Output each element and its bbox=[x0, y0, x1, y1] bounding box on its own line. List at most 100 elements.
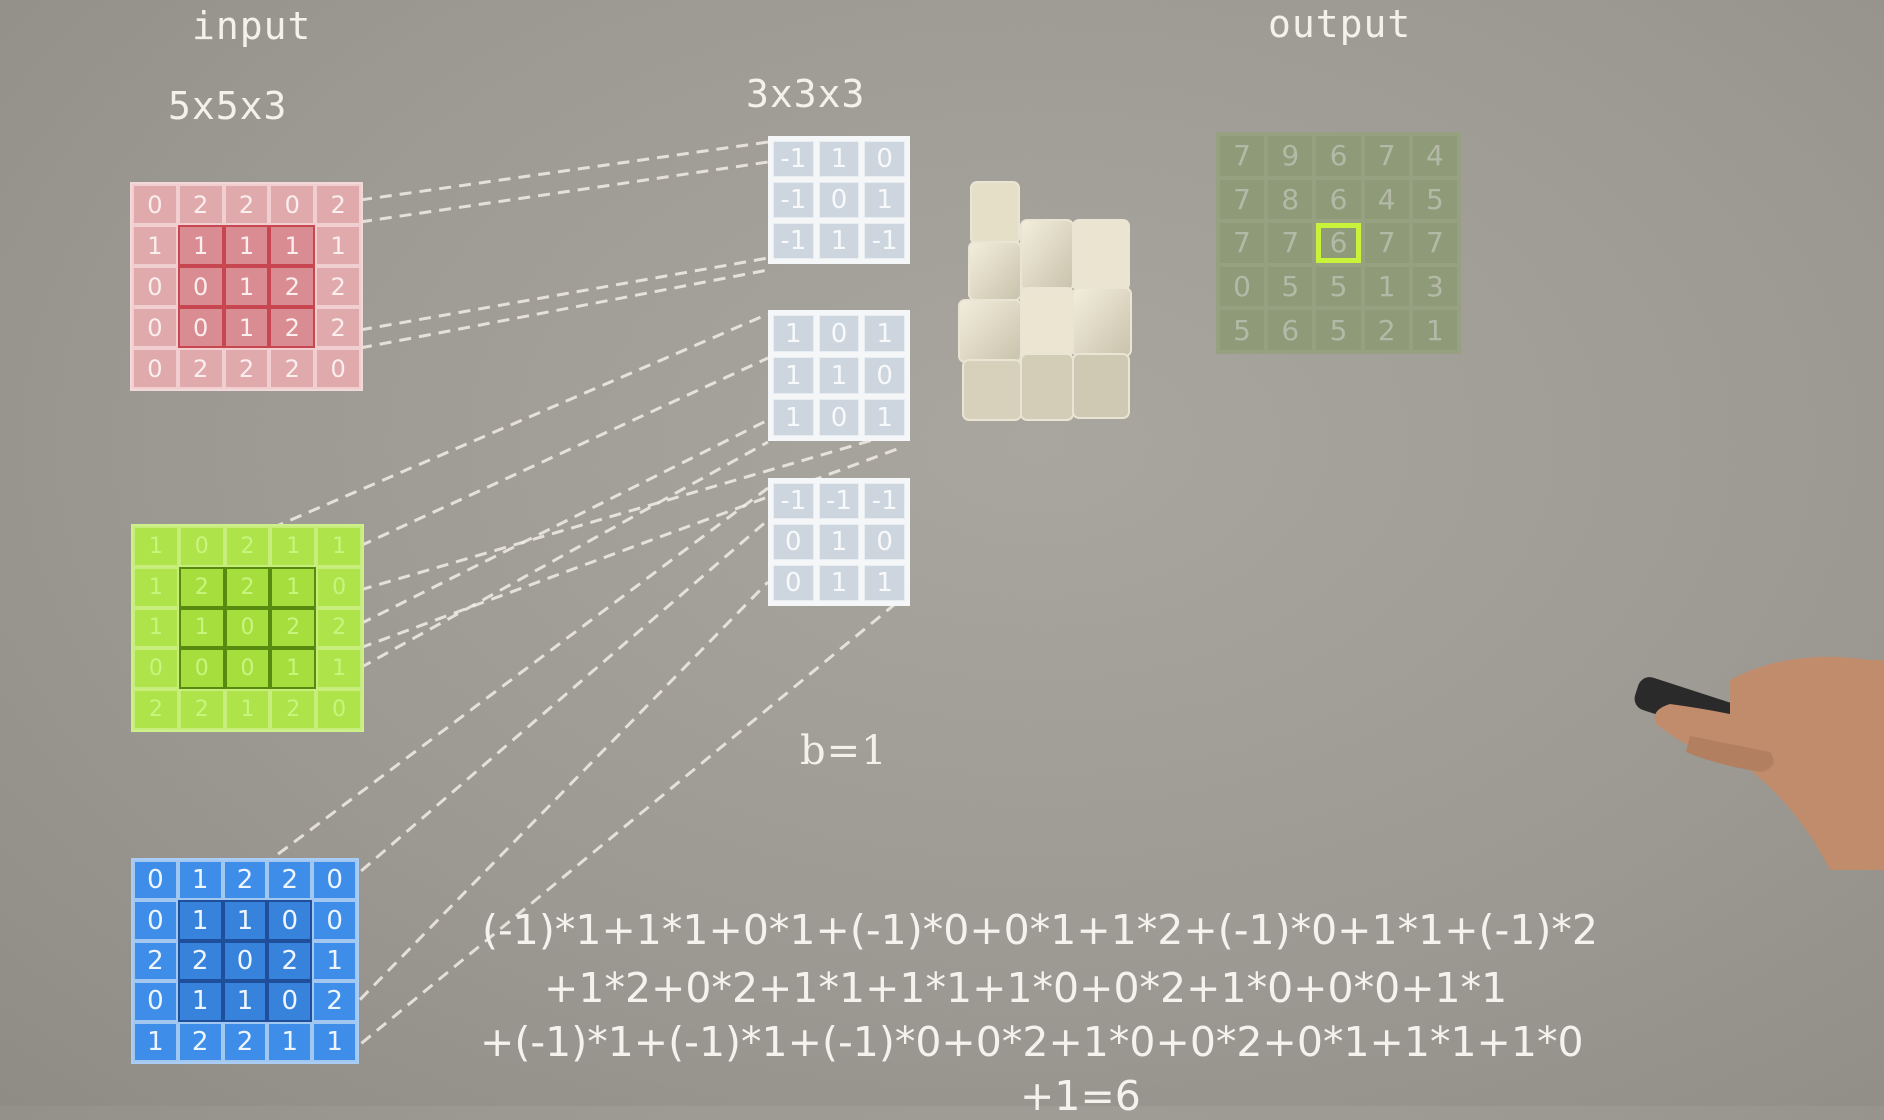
output-cell: 2 bbox=[1364, 310, 1409, 350]
presenter-hand-with-remote bbox=[1634, 656, 1884, 870]
input-cell: 0 bbox=[177, 266, 224, 307]
input-cell: 1 bbox=[316, 526, 362, 567]
input-cell: 2 bbox=[269, 307, 316, 348]
kernel-cell: 1 bbox=[773, 357, 814, 394]
input-cell: 1 bbox=[222, 900, 268, 941]
input-cell: 1 bbox=[224, 689, 271, 730]
input-cell: 0 bbox=[133, 900, 178, 941]
input-cell: 2 bbox=[222, 1021, 268, 1062]
input-cell: 2 bbox=[177, 184, 224, 225]
kernel-cell: 0 bbox=[864, 357, 905, 394]
input-cell: 0 bbox=[133, 648, 179, 690]
kernel-cell: -1 bbox=[864, 483, 905, 519]
input-cell: 2 bbox=[312, 981, 357, 1022]
input-cell: 0 bbox=[316, 689, 362, 730]
input-cell: 1 bbox=[177, 981, 223, 1022]
connector-dashed-line bbox=[359, 430, 901, 592]
output-cell: 1 bbox=[1412, 310, 1457, 350]
input-cell: 2 bbox=[177, 348, 224, 389]
input-cell: 1 bbox=[267, 1021, 313, 1062]
input-cell: 1 bbox=[223, 225, 270, 266]
kernel-cell: 0 bbox=[773, 565, 814, 601]
input-cell: 1 bbox=[269, 225, 316, 266]
input-cell: 2 bbox=[315, 266, 361, 307]
output-cell: 7 bbox=[1364, 223, 1409, 263]
output-cell: 6 bbox=[1268, 310, 1313, 350]
connector-dashed-line bbox=[271, 312, 769, 530]
kernel-cell: -1 bbox=[773, 223, 814, 259]
output-cell: 3 bbox=[1412, 266, 1457, 307]
input-cell: 1 bbox=[133, 1021, 178, 1062]
connector-dashed-line bbox=[359, 356, 769, 548]
kernel-cell: -1 bbox=[773, 141, 814, 177]
input-cell: 0 bbox=[222, 940, 268, 982]
output-cell: 4 bbox=[1412, 136, 1457, 176]
input-cell: 1 bbox=[312, 1021, 357, 1062]
output-cell: 1 bbox=[1364, 266, 1409, 307]
output-title: output bbox=[1268, 2, 1412, 46]
output-cell: 7 bbox=[1364, 136, 1409, 176]
input-cell: 2 bbox=[316, 607, 362, 649]
output-cell: 7 bbox=[1268, 223, 1313, 263]
output-cell: 5 bbox=[1316, 310, 1361, 350]
cube-3d-image bbox=[958, 181, 1132, 421]
input-cell: 2 bbox=[269, 348, 316, 389]
input-cell: 0 bbox=[178, 526, 225, 567]
kernel-cell: 0 bbox=[773, 524, 814, 560]
input-cell: 2 bbox=[178, 566, 225, 608]
input-cell: 0 bbox=[132, 307, 178, 348]
input-cell: 0 bbox=[178, 648, 225, 690]
input-cell: 0 bbox=[316, 566, 362, 608]
input-cell: 1 bbox=[312, 940, 357, 982]
connector-dashed-line bbox=[344, 580, 770, 1016]
input-cell: 2 bbox=[270, 607, 317, 649]
kernel-cell: 1 bbox=[818, 141, 860, 177]
input-cell: 2 bbox=[178, 689, 225, 730]
input-cell: 2 bbox=[223, 184, 270, 225]
kernel-cell: 1 bbox=[818, 524, 860, 560]
connector-dashed-line bbox=[245, 486, 769, 880]
input-cell: 0 bbox=[177, 307, 224, 348]
formula-line-2: +1*2+0*2+1*1+1*1+1*0+0*2+1*0+0*0+1*1 bbox=[544, 964, 1508, 1012]
formula-line-3: +(-1)*1+(-1)*1+(-1)*0+0*2+1*0+0*2+0*1+1*… bbox=[480, 1018, 1584, 1066]
output-cell: 6 bbox=[1316, 179, 1361, 220]
connector-dashed-line bbox=[359, 440, 769, 670]
input-cell: 1 bbox=[133, 607, 179, 649]
kernel-cell: 0 bbox=[818, 182, 860, 218]
input-cell: 0 bbox=[132, 266, 178, 307]
connector-dashed-line bbox=[359, 446, 901, 650]
output-cell: 5 bbox=[1268, 266, 1313, 307]
kernel-cell: 1 bbox=[864, 565, 905, 601]
kernel-cell: -1 bbox=[773, 182, 814, 218]
formula-line-4: +1=6 bbox=[1020, 1072, 1141, 1120]
input-title: input bbox=[192, 4, 312, 48]
input-cell: 0 bbox=[224, 648, 271, 690]
input-cell: 1 bbox=[316, 648, 362, 690]
input-cell: 0 bbox=[312, 900, 357, 941]
input-cell: 1 bbox=[133, 526, 179, 567]
input-cell: 1 bbox=[223, 307, 270, 348]
input-cell: 0 bbox=[315, 348, 361, 389]
kernel-cell: 1 bbox=[864, 315, 905, 352]
output-cell: 4 bbox=[1364, 179, 1409, 220]
input-cell: 2 bbox=[133, 940, 178, 982]
kernel-cell: 1 bbox=[773, 315, 814, 352]
output-cell: 8 bbox=[1268, 179, 1313, 220]
connector-dashed-line bbox=[359, 418, 769, 626]
output-cell: 5 bbox=[1220, 310, 1265, 350]
input-cell: 2 bbox=[224, 566, 271, 608]
output-cell: 5 bbox=[1412, 179, 1457, 220]
output-cell: 7 bbox=[1220, 223, 1265, 263]
kernel-cell: 0 bbox=[864, 524, 905, 560]
output-cell: 7 bbox=[1412, 223, 1457, 263]
input-cell: 2 bbox=[133, 689, 179, 730]
input-cell: 2 bbox=[315, 307, 361, 348]
output-cell: 6 bbox=[1316, 136, 1361, 176]
input-cell: 0 bbox=[133, 981, 178, 1022]
input-cell: 1 bbox=[178, 607, 225, 649]
input-cell: 2 bbox=[315, 184, 361, 225]
